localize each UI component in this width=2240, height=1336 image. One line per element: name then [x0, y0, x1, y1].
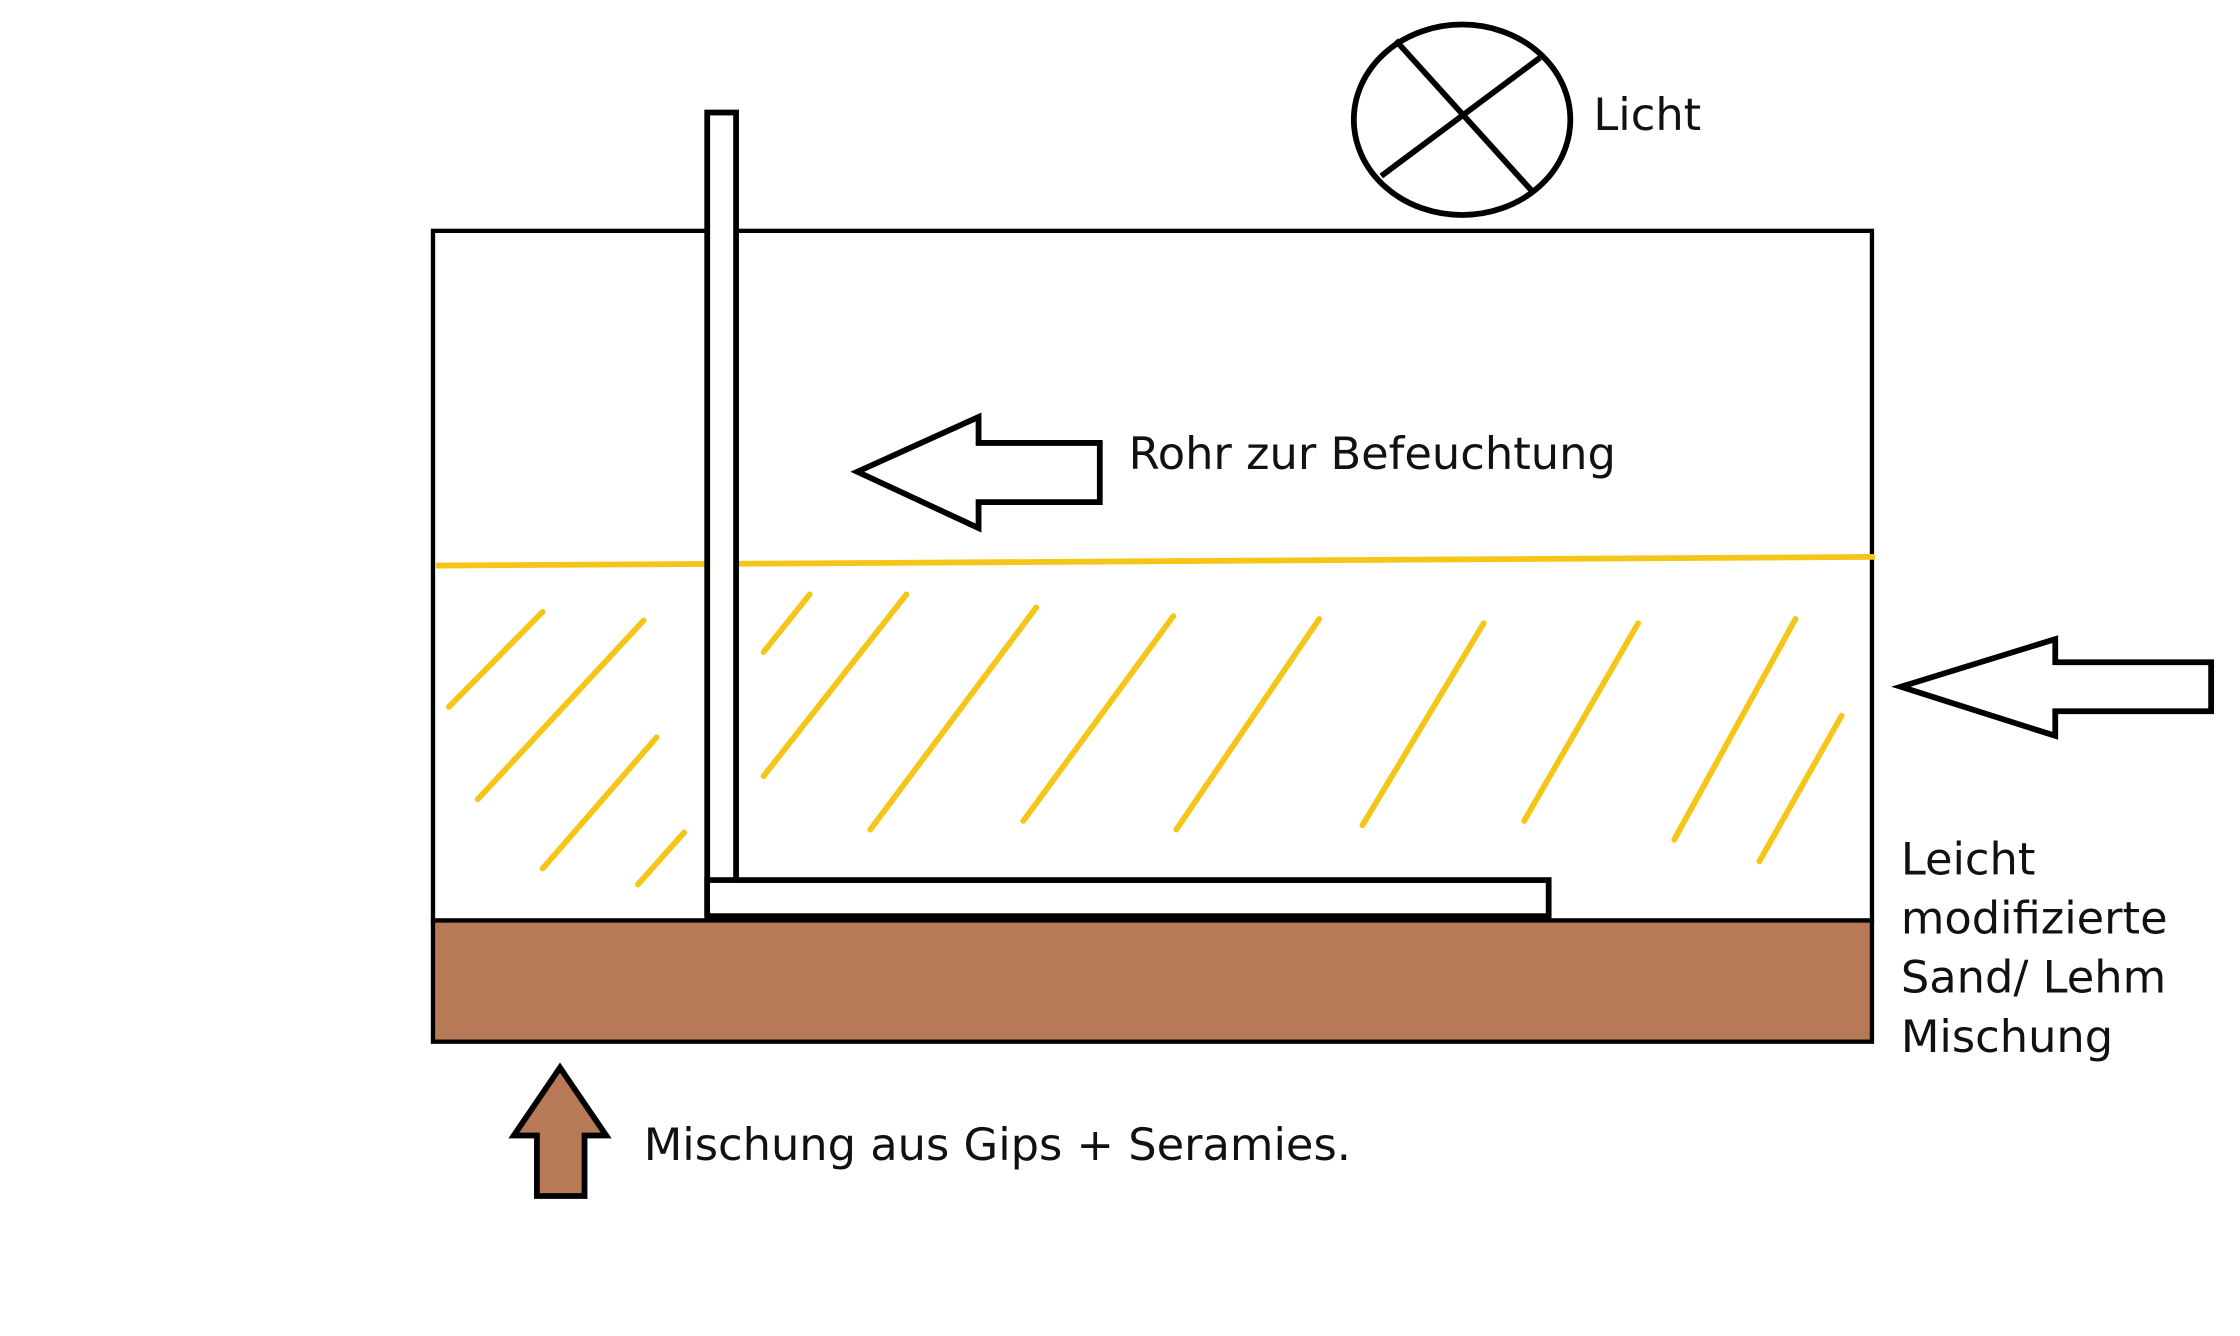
- label-sand-line4: Mischung: [1901, 1010, 2113, 1063]
- arrow-left-icon: [850, 412, 1103, 533]
- arrow-up-icon: [508, 1062, 612, 1199]
- humidification-pipe: [704, 109, 1552, 920]
- label-pipe: Rohr zur Befeuchtung: [1129, 427, 1616, 480]
- base-layer: [430, 918, 1875, 1044]
- arrow-left-icon: [1891, 635, 2215, 740]
- sand-surface-line: [435, 554, 1875, 569]
- label-light: Licht: [1593, 88, 1701, 141]
- container-box: [430, 228, 1875, 923]
- label-sand-line3: Sand/ Lehm: [1901, 951, 2166, 1004]
- light-bulb-icon: [1350, 21, 1574, 218]
- label-sand-line1: Leicht: [1901, 832, 2036, 885]
- label-sand-line2: modifizierte: [1901, 891, 2168, 944]
- sand-hatching: [445, 591, 1845, 888]
- label-base: Mischung aus Gips + Seramies.: [644, 1118, 1351, 1171]
